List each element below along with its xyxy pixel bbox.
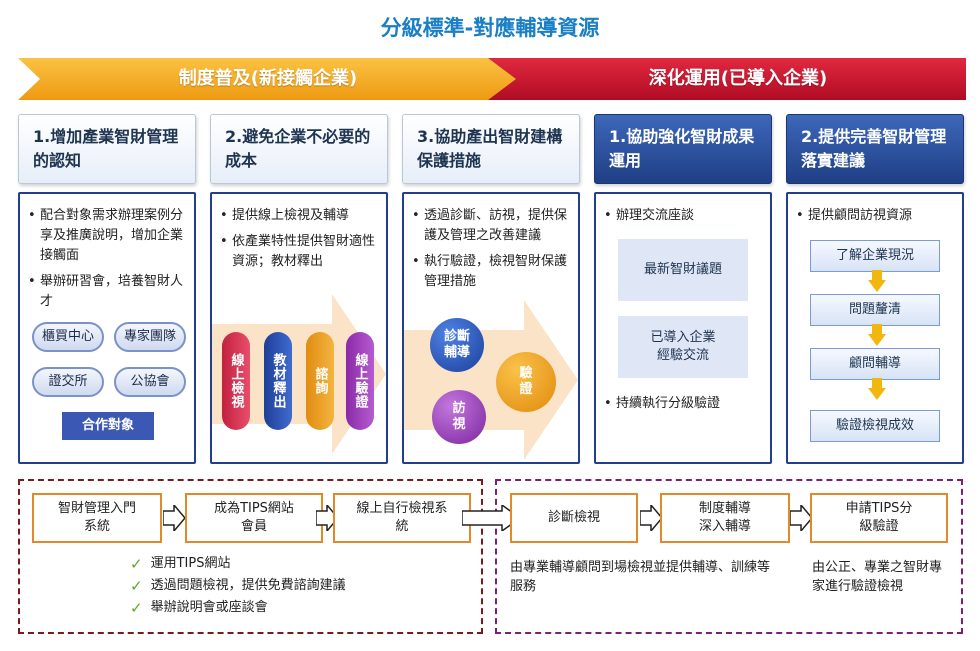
card-body-4: 辦理交流座談 最新智財議題 已導入企業經驗交流 持續執行分級驗證 xyxy=(594,192,772,464)
bullet-item: 配合對象需求辦理案例分享及推廣說明，增加企業接觸面 xyxy=(28,206,192,266)
card-body-2: 提供線上檢視及輔導 依產業特性提供智財適性資源；教材釋出 線上檢視 教材釋出 諮… xyxy=(210,192,388,464)
check-item: ✓ 透過問題檢視，提供免費諮詢建議 xyxy=(130,575,346,597)
bullet-item: 提供線上檢視及輔導 xyxy=(220,206,384,226)
flow-step: 問題釐清 xyxy=(810,294,940,326)
check-icon: ✓ xyxy=(130,577,143,595)
oval-online-review: 線上檢視 xyxy=(222,332,250,430)
check-text: 透過問題檢視，提供免費諮詢建議 xyxy=(150,578,346,593)
card-body-5: 提供顧問訪視資源 了解企業現況 問題釐清 顧問輔導 驗證檢視成效 xyxy=(786,192,964,464)
bottom-right-frame xyxy=(495,479,963,634)
banner-left-label: 制度普及(新接觸企業) xyxy=(178,68,358,89)
oval-online-verify: 線上驗證 xyxy=(346,332,374,430)
check-icon: ✓ xyxy=(130,555,143,573)
circle-verify: 驗證 xyxy=(496,352,556,412)
check-text: 運用TIPS網站 xyxy=(150,556,231,571)
bullet-item: 執行驗證，檢視智財保護管理措施 xyxy=(412,252,576,292)
bullet-item: 辦理交流座談 xyxy=(604,206,768,226)
banner-left: 制度普及(新接觸企業) xyxy=(18,58,518,100)
check-item: ✓ 舉辦說明會或座談會 xyxy=(130,597,346,619)
card-body-1: 配合對象需求辦理案例分享及推廣說明，增加企業接觸面 舉辦研習會，培養智財人才 櫃… xyxy=(18,192,196,464)
card-heading-4: 1.協助強化智財成果運用 xyxy=(594,114,772,184)
bullet-item: 提供顧問訪視資源 xyxy=(796,206,960,226)
partner-pill: 櫃買中心 xyxy=(32,322,104,352)
circle-diagnosis: 診斷輔導 xyxy=(430,318,484,372)
bullet-item: 依產業特性提供智財適性資源；教材釋出 xyxy=(220,232,384,272)
banner-left-arrow xyxy=(18,58,518,100)
partner-pill: 專家團隊 xyxy=(114,322,186,352)
verification-note: 由公正、專業之智財專家進行驗證檢視 xyxy=(812,560,943,594)
background-arrow xyxy=(212,294,386,454)
step-diagnosis: 診斷檢視 xyxy=(510,493,638,543)
oval-consult: 諮詢 xyxy=(306,332,334,430)
down-arrow-icon xyxy=(868,270,886,292)
partner-label: 合作對象 xyxy=(62,412,154,440)
step-self-review: 線上自行檢視系統 xyxy=(333,493,471,543)
step-become-member: 成為TIPS網站會員 xyxy=(185,493,323,543)
check-icon: ✓ xyxy=(130,599,143,617)
down-arrow-icon xyxy=(868,324,886,346)
page-title: 分級標準-對應輔導資源 xyxy=(380,16,600,40)
card-heading-5: 2.提供完善智財管理落實建議 xyxy=(786,114,964,184)
chevron-right-icon xyxy=(790,505,812,531)
check-item: ✓ 運用TIPS網站 xyxy=(130,553,346,575)
banner-right-arrow xyxy=(488,58,966,100)
card-4-bullets-2: 持續執行分級驗證 xyxy=(604,394,768,420)
step-apply-verification: 申請TIPS分級驗證 xyxy=(810,493,948,543)
topic-box: 最新智財議題 xyxy=(618,239,748,301)
partner-pill: 證交所 xyxy=(32,367,104,397)
banner-right-label: 深化運用(已導入企業) xyxy=(648,68,828,89)
benefit-checklist: ✓ 運用TIPS網站 ✓ 透過問題檢視，提供免費諮詢建議 ✓ 舉辦說明會或座談會 xyxy=(130,553,346,619)
card-1-bullets: 配合對象需求辦理案例分享及推廣說明，增加企業接觸面 舉辦研習會，培養智財人才 xyxy=(28,206,192,318)
card-5-bullets: 提供顧問訪視資源 xyxy=(796,206,960,232)
down-arrow-icon xyxy=(868,378,886,400)
flow-step: 了解企業現況 xyxy=(810,240,940,272)
card-4-bullets: 辦理交流座談 xyxy=(604,206,768,232)
bullet-item: 舉辦研習會，培養智財人才 xyxy=(28,272,192,312)
flow-step: 顧問輔導 xyxy=(810,348,940,380)
card-heading-2: 2.避免企業不必要的成本 xyxy=(210,114,388,184)
step-intro-system: 智財管理入門系統 xyxy=(32,493,162,543)
circle-visit: 訪視 xyxy=(432,390,486,444)
card-heading-1: 1.增加產業智財管理的認知 xyxy=(18,114,196,184)
banner-right: 深化運用(已導入企業) xyxy=(488,58,966,100)
flow-step: 驗證檢視成效 xyxy=(810,410,940,442)
chevron-right-icon xyxy=(163,505,185,531)
card-heading-3: 3.協助產出智財建構保護措施 xyxy=(402,114,580,184)
bullet-item: 透過診斷、訪視，提供保護及管理之改善建議 xyxy=(412,206,576,246)
card-body-3: 透過診斷、訪視，提供保護及管理之改善建議 執行驗證，檢視智財保護管理措施 診斷輔… xyxy=(402,192,580,464)
check-text: 舉辦說明會或座談會 xyxy=(150,600,268,615)
card-2-bullets: 提供線上檢視及輔導 依產業特性提供智財適性資源；教材釋出 xyxy=(220,206,384,278)
coaching-note: 由專業輔導顧問到場檢視並提供輔導、訓練等服務 xyxy=(510,560,771,594)
step-deep-coaching: 制度輔導深入輔導 xyxy=(660,493,790,543)
bottom-left-frame xyxy=(18,479,483,634)
chevron-right-icon xyxy=(640,505,662,531)
chevron-right-icon xyxy=(316,505,338,531)
partner-pill: 公協會 xyxy=(114,367,186,397)
card-3-bullets: 透過診斷、訪視，提供保護及管理之改善建議 執行驗證，檢視智財保護管理措施 xyxy=(412,206,576,298)
oval-materials: 教材釋出 xyxy=(264,332,292,430)
bullet-item: 持續執行分級驗證 xyxy=(604,394,768,414)
experience-box: 已導入企業經驗交流 xyxy=(618,316,748,378)
